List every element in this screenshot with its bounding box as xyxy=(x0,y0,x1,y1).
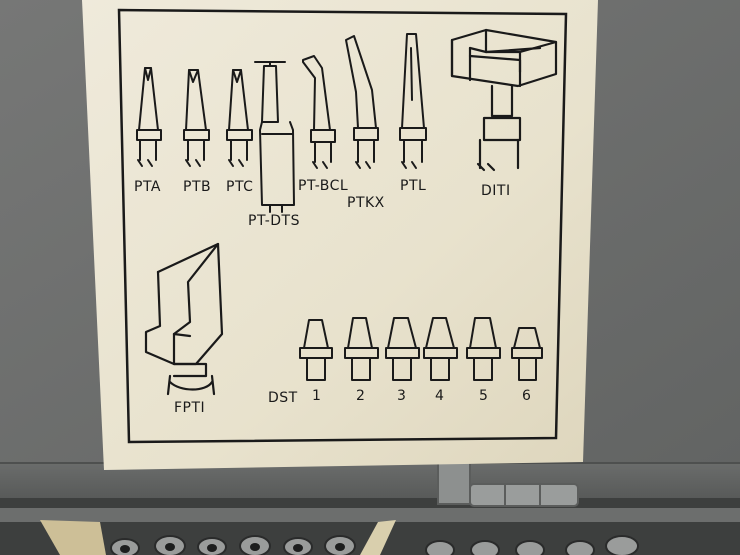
tip-dst-4 xyxy=(423,317,458,381)
tip-diti xyxy=(450,28,558,172)
tip-dst-6 xyxy=(511,327,543,381)
label-dst-6: 6 xyxy=(522,388,532,404)
stored-tips xyxy=(110,535,639,555)
label-dst-4: 4 xyxy=(435,388,445,404)
tip-pt-dts xyxy=(254,61,295,213)
tip-diagrams xyxy=(136,28,558,396)
tip-ptb xyxy=(183,69,210,167)
label-dst-2: 2 xyxy=(356,388,366,404)
tip-fpti xyxy=(144,242,224,396)
label-pt-dts: PT-DTS xyxy=(248,213,300,229)
tip-dst-3 xyxy=(385,317,420,381)
label-diti: DITI xyxy=(481,183,511,199)
tip-ptkx xyxy=(345,35,379,169)
reference-sheet xyxy=(82,0,598,470)
case-hinge xyxy=(437,459,579,507)
label-pt-bcl: PT-BCL xyxy=(298,178,349,194)
label-dst-3: 3 xyxy=(397,388,407,404)
tip-pt-bcl xyxy=(302,55,336,169)
label-fpti: FPTI xyxy=(174,400,206,416)
tip-dst-1 xyxy=(299,319,333,381)
tip-dst-2 xyxy=(344,317,379,381)
tray-paper-left xyxy=(40,520,106,555)
label-pta: PTA xyxy=(134,179,161,195)
tip-ptc xyxy=(226,69,253,167)
label-ptc: PTC xyxy=(226,179,254,195)
tip-ptl xyxy=(399,33,427,169)
label-dst-5: 5 xyxy=(479,388,489,404)
label-ptkx: PTKX xyxy=(347,195,385,211)
tray-paper-mid xyxy=(360,520,396,555)
label-dst-1: 1 xyxy=(312,388,322,404)
label-ptl: PTL xyxy=(400,178,427,194)
tip-dst-5 xyxy=(466,317,501,381)
sheet-border xyxy=(117,8,568,444)
label-ptb: PTB xyxy=(183,179,212,195)
label-dst: DST xyxy=(268,390,298,406)
tip-pta xyxy=(136,67,162,167)
